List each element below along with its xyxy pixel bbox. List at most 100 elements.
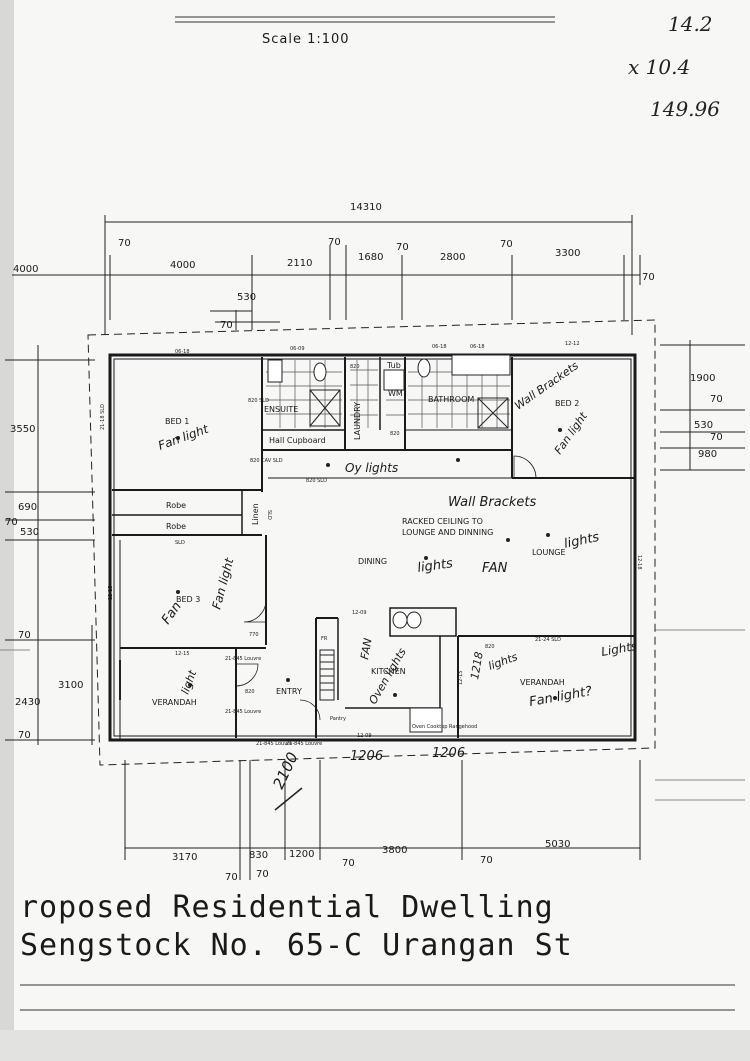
window-code: 21-845 Louvre xyxy=(225,709,261,715)
room-label-oven: Oven Cooktop Rangehood xyxy=(412,724,477,730)
door-code: SLD xyxy=(266,510,272,520)
scale-label: Scale 1:100 xyxy=(262,32,350,47)
room-label-entry: ENTRY xyxy=(276,687,302,696)
handwritten-dimension: 2100 xyxy=(269,749,301,791)
window-code: 06-18 xyxy=(432,344,447,350)
dim-label: 830 xyxy=(249,850,268,861)
door-code: 770 xyxy=(249,632,259,638)
handwritten-note: lights xyxy=(487,650,520,673)
shower xyxy=(477,397,509,429)
shower xyxy=(309,389,341,427)
handwritten-note: Oy lights xyxy=(345,461,398,475)
room-label-wm: WM xyxy=(388,389,403,398)
dim-label: 70 xyxy=(500,239,513,250)
dim-label: 530 xyxy=(20,527,39,538)
dim-label: 1680 xyxy=(358,252,383,263)
room-label-linen: Linen xyxy=(251,503,260,525)
handwritten-note: 1218 xyxy=(468,651,486,681)
room-label-robe: Robe xyxy=(166,501,186,510)
window-code: 21-18 SLD xyxy=(100,404,106,430)
window-code: 12-12 xyxy=(565,341,580,347)
window-code: 12-15 xyxy=(175,651,190,657)
window-code: 12-09 xyxy=(352,610,367,616)
room-label-bathroom: BATHROOM xyxy=(428,395,474,404)
dim-label: 4000 xyxy=(170,260,195,271)
dim-label: 2800 xyxy=(440,252,465,263)
dim-label: 690 xyxy=(18,502,37,513)
room-label-racked-ceiling: LOUNGE AND DINNING xyxy=(402,528,493,537)
dimension-lines xyxy=(0,215,745,880)
dim-label: 70 xyxy=(18,630,31,641)
window-code: 21-845 Louvre xyxy=(256,741,292,747)
dim-label: 70 xyxy=(118,238,131,249)
dimension-labels: 14310 70 4000 2110 1680 70 2800 70 3300 … xyxy=(5,202,723,883)
door-code: 820 SLD xyxy=(306,478,327,484)
handwritten-note: Fan light xyxy=(209,555,236,610)
room-labels: BED 1 BED 2 BED 3 ENSUITE LAUNDRY BATHRO… xyxy=(152,361,579,730)
handwritten-note: Lights xyxy=(600,639,638,659)
room-label-bed-2: BED 2 xyxy=(555,399,579,408)
room-label-laundry: LAUNDRY xyxy=(353,402,362,440)
dim-label: 70 xyxy=(342,858,355,869)
dim-label: 70 xyxy=(5,517,18,528)
handwritten-dimension: 1206 xyxy=(432,746,465,761)
window-code: 06-18 xyxy=(470,344,485,350)
dim-label: 980 xyxy=(698,449,717,460)
dim-label: 530 xyxy=(237,292,256,303)
dim-label: 70 xyxy=(480,855,493,866)
dim-label: 70 xyxy=(328,237,341,248)
drawing-title-line-1: roposed Residential Dwelling xyxy=(20,890,554,925)
dim-label: 3300 xyxy=(555,248,580,259)
toilet xyxy=(313,362,327,382)
door-code: SLD xyxy=(175,540,185,546)
dim-label: 70 xyxy=(396,242,409,253)
light-points xyxy=(176,428,562,700)
window-codes: 06-18 06-09 06-18 12-12 06-18 820 SLD 82… xyxy=(100,341,642,747)
handwritten-note: lights xyxy=(563,530,601,552)
dim-label: 1200 xyxy=(289,849,314,860)
washing-machine xyxy=(383,369,405,391)
sink-bowl xyxy=(406,611,422,629)
window-code: 21-845 Louvre xyxy=(286,741,322,747)
dim-label: 5030 xyxy=(545,839,570,850)
dim-label: 2430 xyxy=(15,697,40,708)
window-code: 12-18 xyxy=(636,555,642,570)
dim-label: 3170 xyxy=(172,852,197,863)
handwritten-note: light xyxy=(179,668,200,696)
fridge-space xyxy=(319,649,335,701)
room-label-robe: Robe xyxy=(166,522,186,531)
handwritten-note: Fan light? xyxy=(528,684,593,710)
handwritten-note: lights xyxy=(416,556,454,576)
room-label-lounge: LOUNGE xyxy=(532,548,566,557)
room-label-verandah: VERANDAH xyxy=(520,678,565,687)
door-code: 820 xyxy=(350,364,360,370)
door-swings xyxy=(119,455,537,721)
fixtures xyxy=(267,354,511,733)
dim-label: 70 xyxy=(18,730,31,741)
dim-label: 70 xyxy=(220,320,233,331)
dim-label: 70 xyxy=(225,872,238,883)
handwritten-calc-3: 149.96 xyxy=(650,97,720,121)
room-label-dining: DINING xyxy=(358,557,387,566)
handwritten-note: FAN xyxy=(482,561,508,576)
handwritten-note: Fan light xyxy=(552,409,591,456)
dim-label: 1900 xyxy=(690,373,715,384)
room-label-verandah: VERANDAH xyxy=(152,698,197,707)
window-code: 21-845 Louvre xyxy=(225,656,261,662)
pantry-shelves xyxy=(320,654,334,691)
room-label-bed-3: BED 3 xyxy=(176,595,200,604)
window-code: 12-15 xyxy=(458,670,464,685)
door-code: 820 CAV SLD xyxy=(250,458,283,464)
overall-dimension: 14310 xyxy=(350,202,382,213)
room-label-bed-1: BED 1 xyxy=(165,417,189,426)
dim-label: 70 xyxy=(710,432,723,443)
handwritten-note: Fan light xyxy=(156,421,211,452)
dim-label: 4000 xyxy=(13,264,38,275)
handwritten-calc-1: 14.2 xyxy=(668,12,713,36)
door-code: 820 xyxy=(390,431,400,437)
dim-label: 70 xyxy=(710,394,723,405)
handwritten-arrow xyxy=(274,787,303,811)
room-label-pantry: Pantry xyxy=(330,716,346,722)
toilet xyxy=(417,358,431,378)
